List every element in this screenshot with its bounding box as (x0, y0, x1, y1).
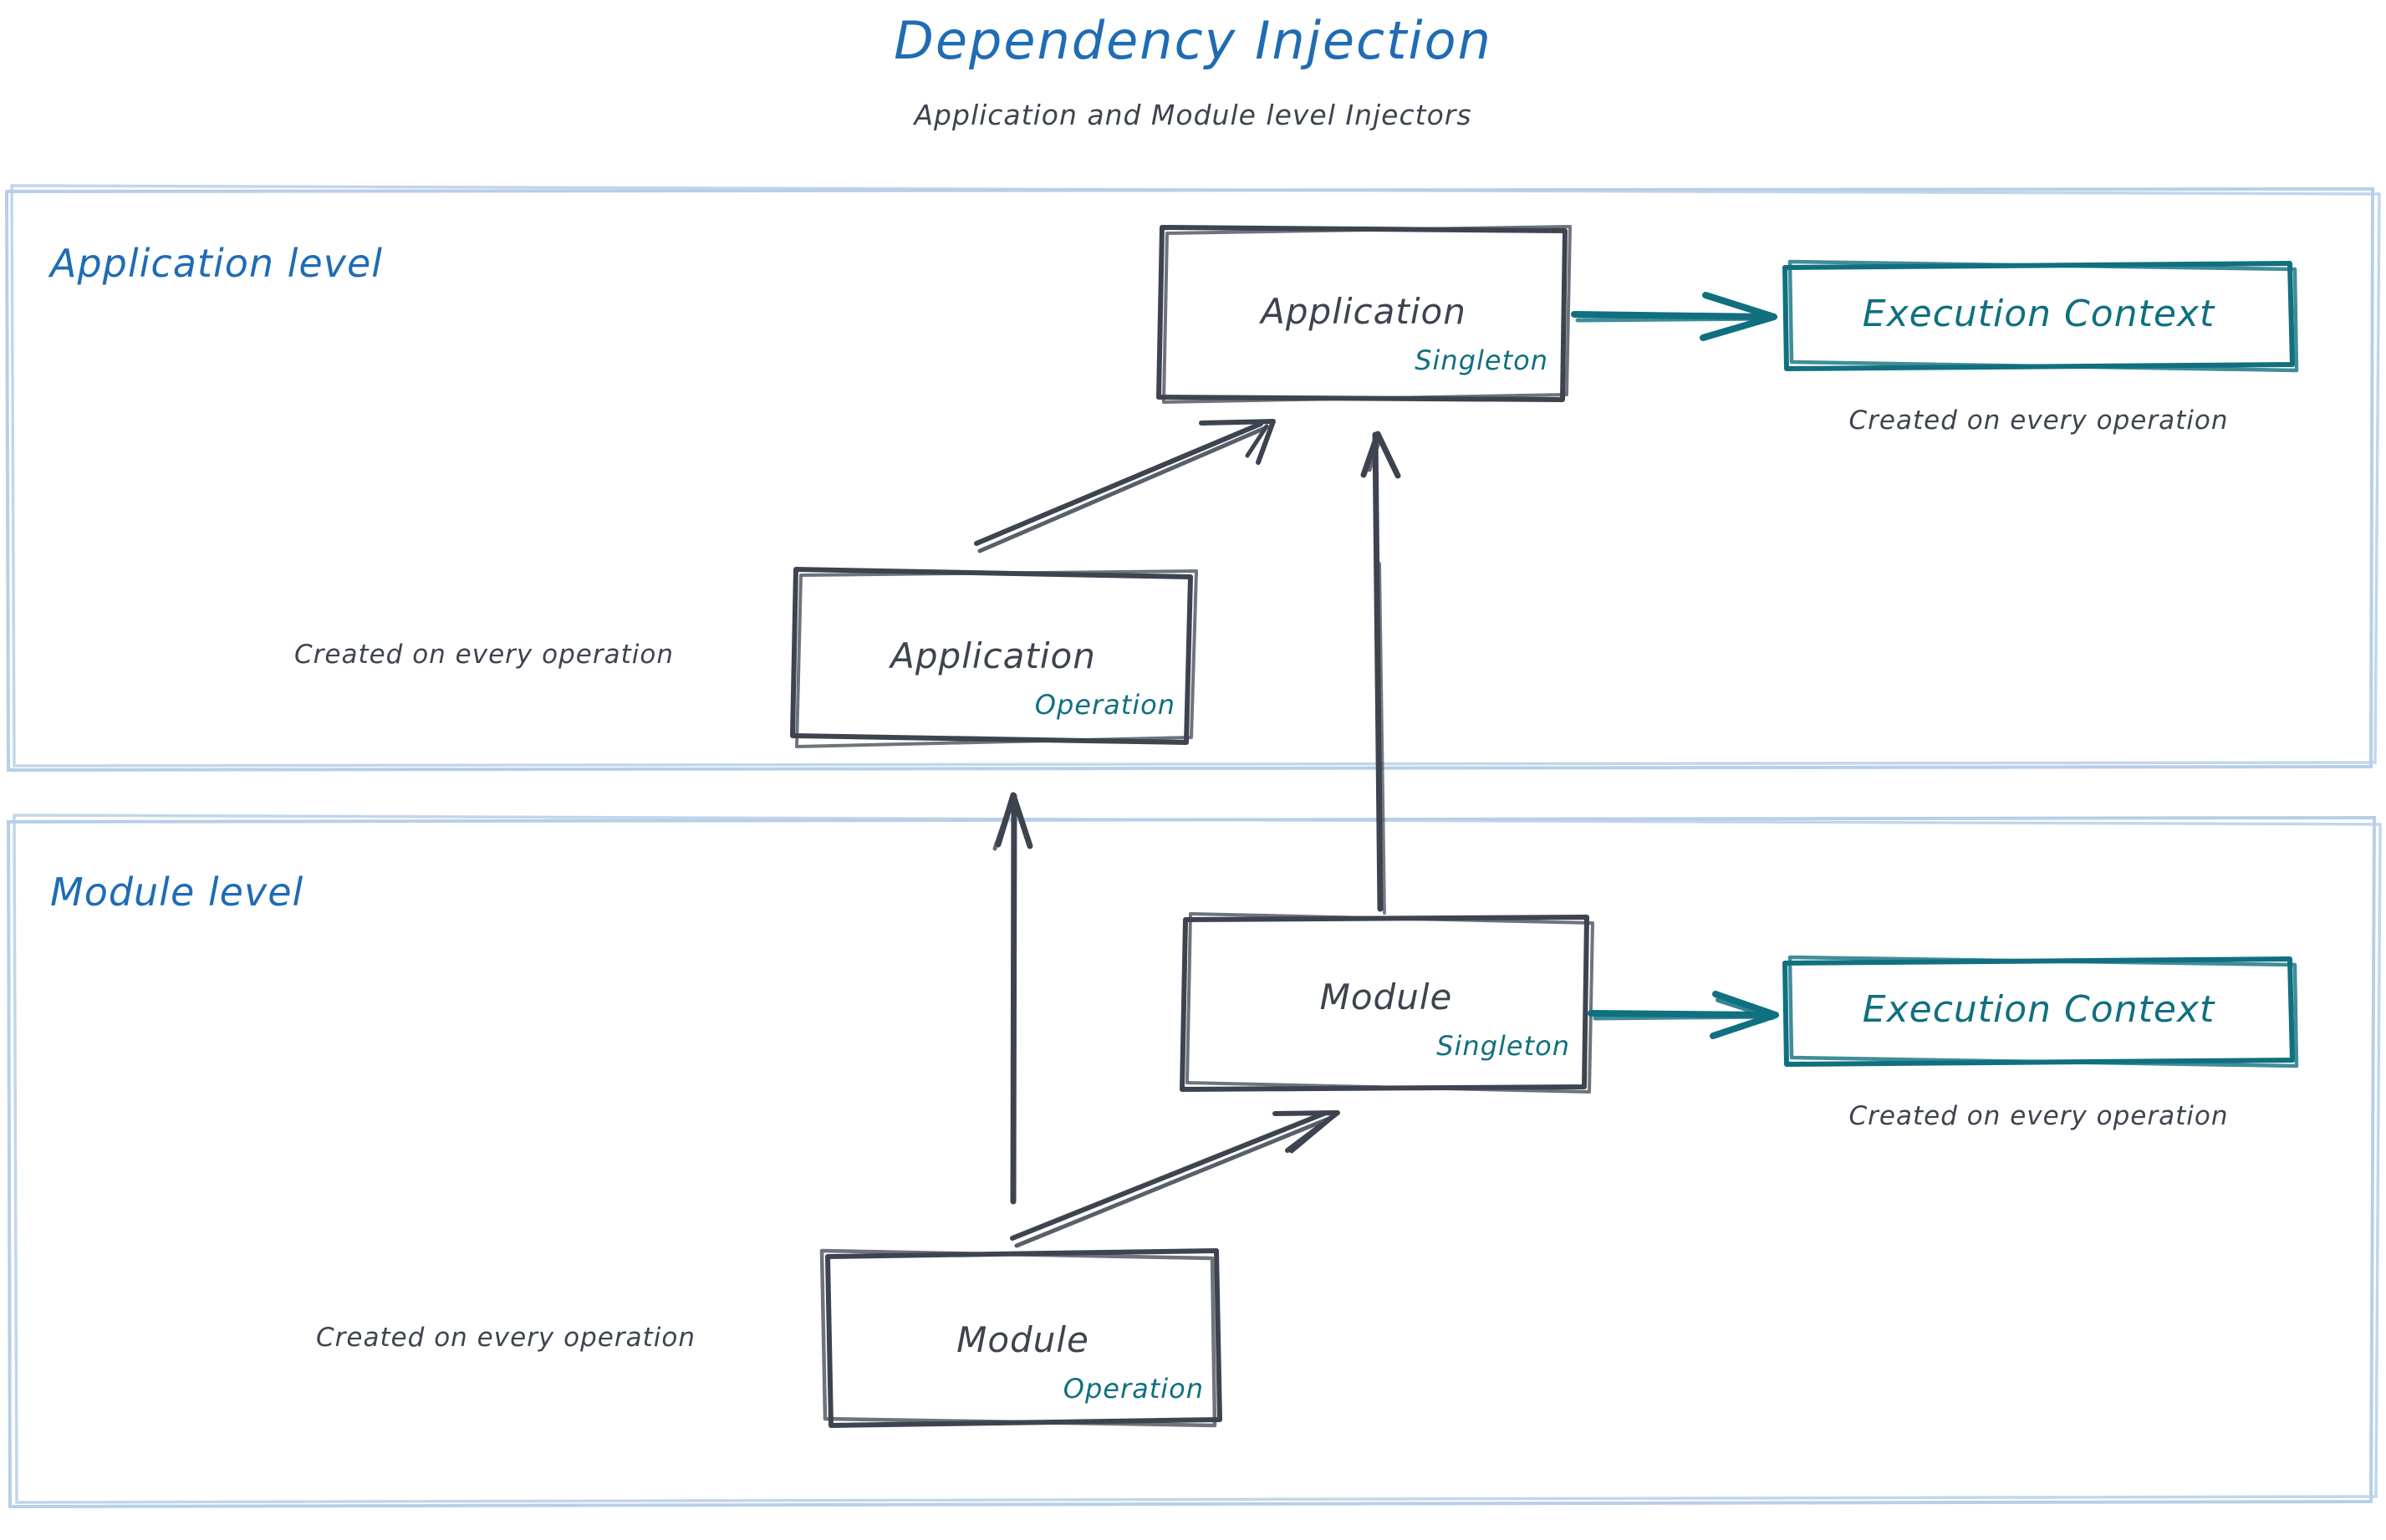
node-title-text: Application (890, 635, 1096, 676)
execution-context-text: Execution Context (1862, 293, 2215, 335)
node-title-text: Module (956, 1319, 1089, 1360)
panel-label-module-level: Module level (50, 869, 304, 915)
node-module-singleton-title: Module (1185, 977, 1587, 1017)
node-scope-text: Singleton (1436, 1030, 1570, 1062)
edge-module-operation-to-app-operation (992, 792, 1033, 1205)
node-application-execution-context-title: Execution Context (1785, 293, 2292, 335)
page-subtitle: Application and Module level Injectors (914, 99, 1472, 131)
node-module-operation-title: Module (828, 1319, 1218, 1360)
page-title: Dependency Injection (894, 10, 1492, 71)
node-module-operation-scope: Operation (828, 1373, 1204, 1405)
node-scope-text: Singleton (1415, 344, 1548, 376)
node-application-singleton-scope: Singleton (1162, 344, 1548, 376)
node-application-operation-scope: Operation (796, 689, 1175, 721)
caption-application-execution-context: Created on every operation (1785, 405, 2292, 436)
edge-module-singleton-to-exec-context (1588, 991, 1779, 1039)
panel-label-application-level: Application level (50, 241, 384, 286)
node-application-operation-title: Application (796, 635, 1190, 676)
node-scope-text: Operation (1034, 689, 1175, 721)
node-title-text: Module (1319, 977, 1453, 1017)
execution-context-text: Execution Context (1862, 988, 2215, 1031)
caption-module-execution-context: Created on every operation (1785, 1101, 2292, 1131)
node-module-singleton-scope: Singleton (1185, 1030, 1570, 1062)
node-scope-text: Operation (1063, 1373, 1204, 1405)
edge-module-singleton-to-app-singleton (1360, 431, 1401, 915)
caption-text: Created on every operation (1848, 405, 2229, 436)
edge-app-singleton-to-exec-context (1571, 292, 1777, 341)
edge-app-operation-to-app-singleton (974, 419, 1276, 553)
caption-text: Created on every operation (1848, 1101, 2229, 1131)
caption-module-operation: Created on every operation (316, 1323, 696, 1353)
node-module-execution-context-title: Execution Context (1785, 988, 2292, 1031)
node-title-text: Application (1261, 291, 1466, 332)
node-application-singleton-title: Application (1162, 291, 1565, 332)
edge-module-operation-to-module-singleton (1010, 1110, 1340, 1248)
caption-application-operation: Created on every operation (294, 640, 674, 670)
